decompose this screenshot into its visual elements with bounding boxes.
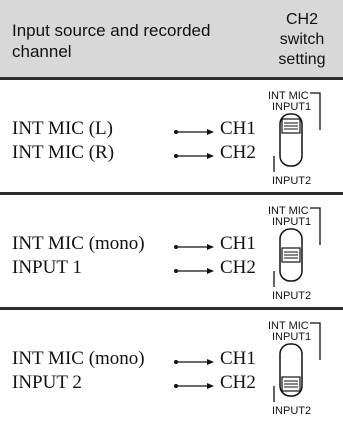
recorded-channel: CH1	[220, 348, 256, 369]
switch-label-input2: INPUT2	[272, 405, 311, 417]
switch-knob	[281, 247, 301, 263]
mapping-line: INT MIC (R) CH2	[12, 142, 272, 166]
input-source: INT MIC (mono)	[12, 233, 145, 254]
input-source: INPUT 2	[12, 372, 82, 393]
mapping-line: INPUT 1 CH2	[12, 257, 272, 281]
table-row: INT MIC (L) CH1 INT MIC (R) CH2 INT MIC …	[0, 80, 343, 192]
arrow-icon	[174, 153, 214, 159]
input-source: INPUT 1	[12, 257, 82, 278]
recorded-channel: CH2	[220, 142, 256, 163]
header-line: CH2	[285, 11, 318, 28]
switch-label-input1: INPUT1	[272, 101, 311, 113]
row-divider	[0, 192, 343, 195]
table-row: INT MIC (mono) CH1 INPUT 1 CH2 INT MIC I…	[0, 195, 343, 307]
mapping-line: INPUT 2 CH2	[12, 372, 272, 396]
arrow-icon	[174, 244, 214, 250]
table-row: INT MIC (mono) CH1 INPUT 2 CH2 INT MIC I…	[0, 310, 343, 422]
switch-label-input2: INPUT2	[272, 290, 311, 302]
ch2-switch-diagram: INT MIC INPUT1 INPUT2	[268, 90, 321, 187]
row-divider	[0, 307, 343, 310]
arrow-icon	[174, 383, 214, 389]
input-source: INT MIC (R)	[12, 142, 115, 163]
recorded-channel: CH2	[220, 257, 256, 278]
switch-label-int-mic: INT MIC	[268, 205, 309, 217]
channel-mapping: INT MIC (mono) CH1 INPUT 1 CH2	[12, 233, 272, 281]
ch2-switch-diagram: INT MIC INPUT1 INPUT2	[268, 205, 321, 302]
channel-mapping: INT MIC (mono) CH1 INPUT 2 CH2	[12, 348, 272, 396]
switch-label-int-mic: INT MIC	[268, 320, 309, 332]
arrow-icon	[174, 268, 214, 274]
table-header: Input source and recorded channel CH2 sw…	[0, 0, 343, 80]
input-source: INT MIC (mono)	[12, 348, 145, 369]
input-source: INT MIC (L)	[12, 118, 113, 139]
channel-mapping: INT MIC (L) CH1 INT MIC (R) CH2	[12, 118, 272, 166]
header-line: setting	[278, 51, 326, 68]
ch2-switch-diagram: INT MIC INPUT1 INPUT2	[268, 320, 321, 417]
switch-label-int-mic: INT MIC	[268, 90, 309, 102]
recorded-channel: CH2	[220, 372, 256, 393]
arrow-icon	[174, 129, 214, 135]
arrow-icon	[174, 359, 214, 365]
header-input-source: Input source and recorded channel	[12, 21, 211, 61]
mapping-line: INT MIC (mono) CH1	[12, 233, 272, 257]
header-ch2-switch-setting: CH2 switch setting	[262, 10, 342, 70]
recorded-channel: CH1	[220, 118, 256, 139]
mapping-line: INT MIC (mono) CH1	[12, 348, 272, 372]
switch-label-input1: INPUT1	[272, 216, 311, 228]
switch-knob	[281, 118, 301, 134]
switch-label-input2: INPUT2	[272, 175, 311, 187]
switch-knob	[281, 376, 301, 392]
recorded-channel: CH1	[220, 233, 256, 254]
header-line: switch	[279, 31, 325, 48]
switch-label-input1: INPUT1	[272, 331, 311, 343]
mapping-line: INT MIC (L) CH1	[12, 118, 272, 142]
